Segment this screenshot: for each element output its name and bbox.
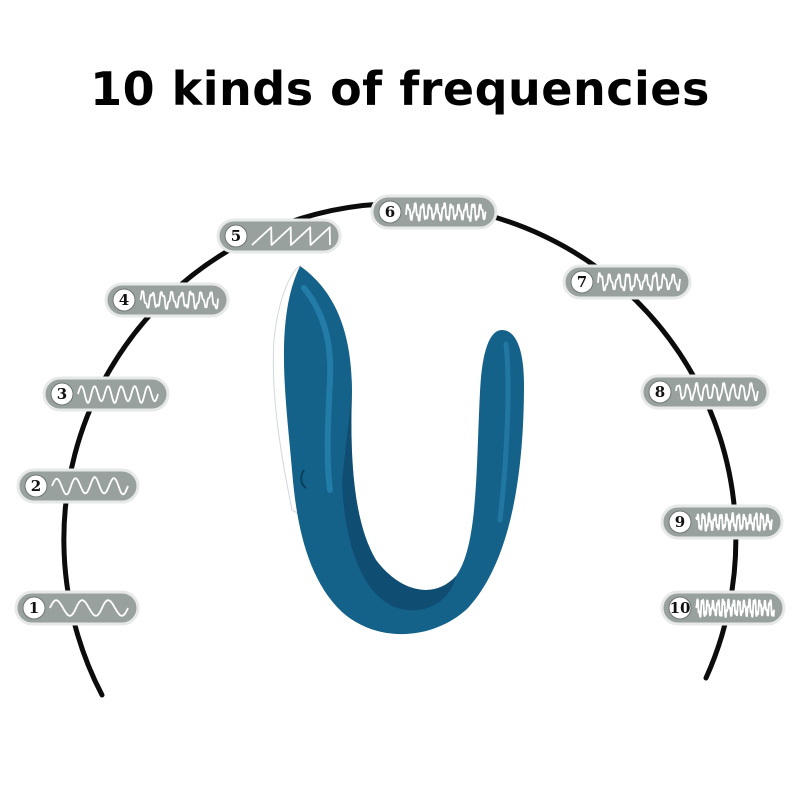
frequency-badges: 1 2 3 4 5 6 7 8 9 10	[14, 194, 786, 626]
badge-pill	[16, 468, 140, 504]
badge-number: 8	[655, 383, 665, 401]
badge-number-circle	[224, 224, 248, 248]
waveform-icon	[405, 202, 487, 222]
badge-pill	[640, 374, 770, 410]
device-inner-shadow	[342, 392, 456, 611]
waveform-icon	[695, 598, 775, 618]
badge-number: 5	[231, 227, 241, 245]
device-body	[283, 266, 524, 635]
badge-number-circle	[112, 288, 136, 312]
badge-number-circle	[648, 380, 672, 404]
waveform-icon	[49, 599, 129, 617]
badge-number: 10	[670, 599, 691, 617]
badge-number-circle	[22, 596, 46, 620]
frequency-badge-5: 5	[216, 218, 342, 254]
badge-number: 6	[385, 203, 395, 221]
page-title: 10 kinds of frequencies	[90, 62, 710, 116]
badge-number: 7	[577, 273, 587, 291]
badge-number-circle	[668, 596, 692, 620]
waveform-icon	[139, 290, 219, 310]
badge-number: 4	[119, 291, 129, 309]
badge-number-circle	[24, 474, 48, 498]
frequency-badge-8: 8	[640, 374, 770, 410]
device-highlight	[301, 285, 334, 493]
waveform-icon	[251, 226, 331, 246]
badge-number: 9	[675, 513, 685, 531]
device-power-button-icon	[300, 469, 307, 489]
badge-number-circle	[378, 200, 402, 224]
frequency-badge-7: 7	[562, 264, 692, 300]
badge-number: 3	[57, 385, 67, 403]
badge-number-circle	[570, 270, 594, 294]
waveform-icon	[51, 476, 129, 496]
badge-number-circle	[50, 382, 74, 406]
waveform-icon	[77, 385, 159, 404]
frequency-badge-1: 1	[14, 590, 140, 626]
badge-number: 2	[31, 477, 41, 495]
frequency-badge-4: 4	[104, 282, 230, 318]
badge-pill	[104, 282, 230, 318]
frequency-badge-10: 10	[660, 590, 786, 626]
badge-pill	[42, 376, 170, 412]
waveform-icon	[675, 382, 759, 402]
badge-number-circle	[668, 510, 692, 534]
waveform-icon	[597, 272, 681, 292]
waveform-icon	[695, 512, 773, 532]
badge-number: 1	[29, 599, 39, 617]
device-image	[272, 265, 524, 635]
frequency-badge-2: 2	[16, 468, 140, 504]
device-right-highlight	[497, 341, 511, 523]
frequency-badge-3: 3	[42, 376, 170, 412]
badge-pill	[370, 194, 498, 230]
frequency-badge-9: 9	[660, 504, 784, 540]
frequency-badge-6: 6	[370, 194, 498, 230]
